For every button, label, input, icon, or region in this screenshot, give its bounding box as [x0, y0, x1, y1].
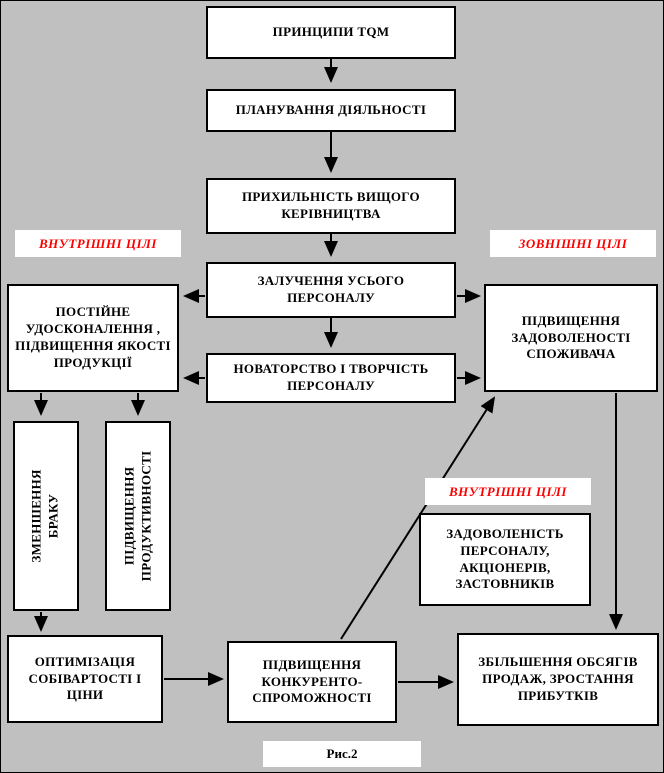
- label-external-goals-right: ЗОВНІШНІ ЦІЛІ: [490, 230, 656, 257]
- node-competitiveness-increase-label: ПІДВИЩЕННЯ КОНКУРЕНТО-СПРОМОЖНОСТІ: [252, 656, 372, 706]
- label-internal-goals-mid-text: ВНУТРІШНІ ЦІЛІ: [449, 483, 567, 499]
- node-innovation-creativity-label: НОВАТОРСТВО І ТВОРЧІСТЬ ПЕРСОНАЛУ: [233, 361, 429, 393]
- node-cost-optimization-label: ОПТИМІЗАЦІЯ СОБІВАРТОСТІ І ЦІНИ: [28, 653, 142, 703]
- label-internal-goals-left-text: ВНУТРІШНІ ЦІЛІ: [39, 235, 157, 251]
- node-top-management-commitment: ПРИХИЛЬНІСТЬ ВИЩОГО КЕРІВНИЦТВА: [206, 178, 456, 234]
- node-productivity-increase-label: ПІДВИЩЕННЯ ПРОДУКТИВНОСТІ: [121, 450, 153, 582]
- node-tqm-principles-label: ПРИНЦИПИ ТQM: [272, 24, 390, 40]
- node-productivity-increase: ПІДВИЩЕННЯ ПРОДУКТИВНОСТІ: [105, 421, 171, 611]
- label-internal-goals-left: ВНУТРІШНІ ЦІЛІ: [15, 230, 181, 257]
- node-stakeholder-satisfaction: ЗАДОВОЛЕНІСТЬ ПЕРСОНАЛУ, АКЦІОНЕРІВ, ЗАС…: [419, 513, 591, 606]
- node-personnel-involvement-label: ЗАЛУЧЕННЯ УСЬОГО ПЕРСОНАЛУ: [257, 273, 405, 305]
- node-tqm-principles: ПРИНЦИПИ ТQM: [206, 6, 456, 59]
- node-sales-profit-growth: ЗБІЛЬШЕННЯ ОБСЯГІВ ПРОДАЖ, ЗРОСТАННЯ ПРИ…: [457, 633, 659, 726]
- node-top-management-commitment-label: ПРИХИЛЬНІСТЬ ВИЩОГО КЕРІВНИЦТВА: [242, 189, 420, 221]
- node-sales-profit-growth-label: ЗБІЛЬШЕННЯ ОБСЯГІВ ПРОДАЖ, ЗРОСТАННЯ ПРИ…: [478, 654, 638, 703]
- label-external-goals-right-text: ЗОВНІШНІ ЦІЛІ: [518, 235, 628, 251]
- node-competitiveness-increase: ПІДВИЩЕННЯ КОНКУРЕНТО-СПРОМОЖНОСТІ: [227, 641, 397, 723]
- node-defect-reduction-label: ЗМЕНШЕННЯ БРАКУ: [29, 469, 61, 563]
- figure-caption: Рис.2: [263, 741, 421, 767]
- node-continuous-improvement: ПОСТІЙНЕ УДОСКОНАЛЕННЯ , ПІДВИЩЕННЯ ЯКОС…: [7, 284, 179, 392]
- node-continuous-improvement-label: ПОСТІЙНЕ УДОСКОНАЛЕННЯ , ПІДВИЩЕННЯ ЯКОС…: [15, 304, 171, 370]
- node-innovation-creativity: НОВАТОРСТВО І ТВОРЧІСТЬ ПЕРСОНАЛУ: [206, 353, 456, 403]
- node-customer-satisfaction: ПІДВИЩЕННЯ ЗАДОВОЛЕНОСТІ СПОЖИВАЧА: [484, 284, 658, 392]
- node-defect-reduction: ЗМЕНШЕННЯ БРАКУ: [13, 421, 79, 611]
- node-activity-planning-label: ПЛАНУВАННЯ ДІЯЛЬНОСТІ: [235, 102, 427, 118]
- figure-caption-text: Рис.2: [326, 746, 358, 761]
- label-internal-goals-mid: ВНУТРІШНІ ЦІЛІ: [425, 478, 591, 505]
- node-personnel-involvement: ЗАЛУЧЕННЯ УСЬОГО ПЕРСОНАЛУ: [206, 262, 456, 318]
- node-cost-optimization: ОПТИМІЗАЦІЯ СОБІВАРТОСТІ І ЦІНИ: [7, 635, 163, 723]
- node-customer-satisfaction-label: ПІДВИЩЕННЯ ЗАДОВОЛЕНОСТІ СПОЖИВАЧА: [511, 312, 631, 362]
- node-activity-planning: ПЛАНУВАННЯ ДІЯЛЬНОСТІ: [206, 89, 456, 132]
- node-stakeholder-satisfaction-label: ЗАДОВОЛЕНІСТЬ ПЕРСОНАЛУ, АКЦІОНЕРІВ, ЗАС…: [446, 525, 564, 592]
